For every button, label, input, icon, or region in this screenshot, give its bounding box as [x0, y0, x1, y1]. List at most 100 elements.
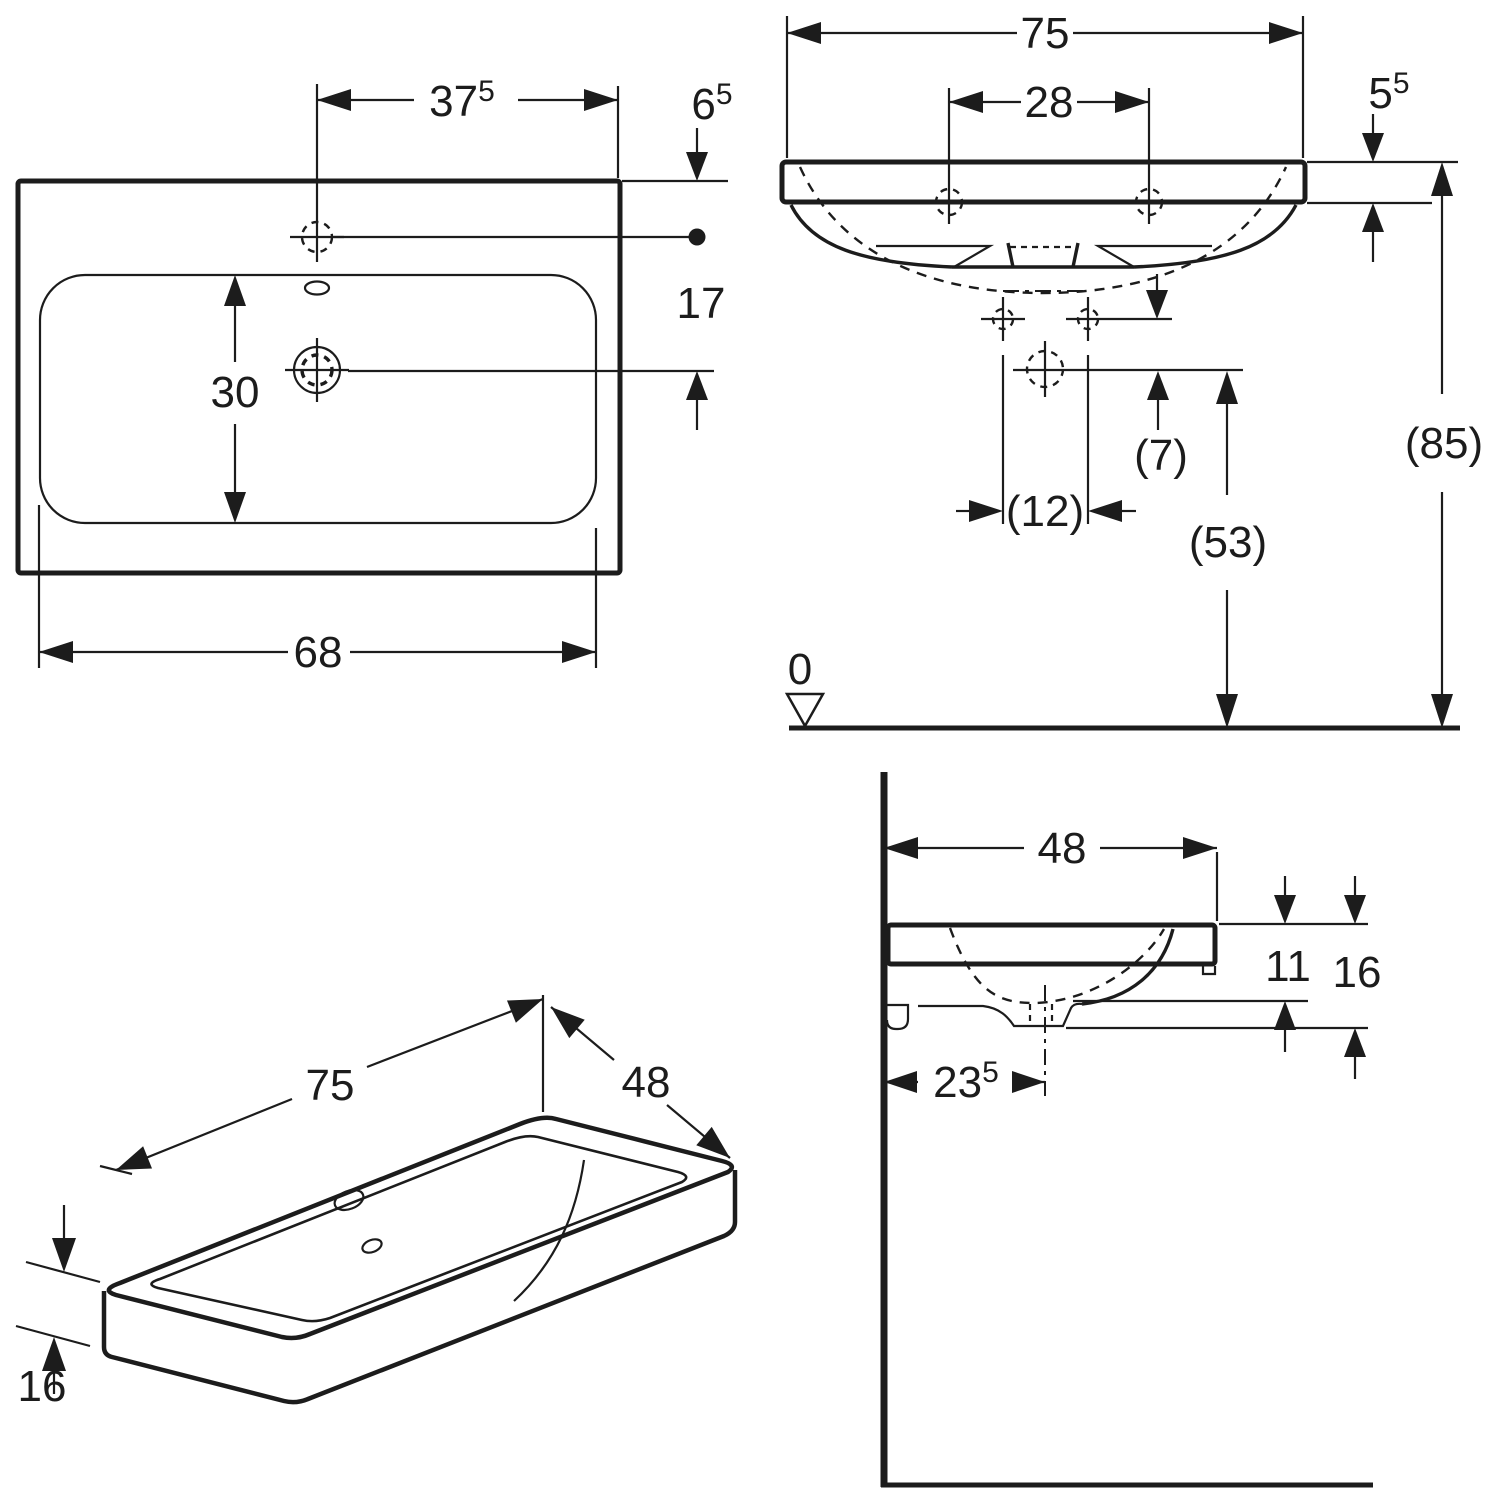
arrowhead — [696, 1126, 730, 1158]
dim-side-depth: 48 — [884, 824, 1219, 921]
plan-tap-hole-symbol — [290, 84, 344, 262]
plan-view: 375 65 17 30 — [15, 75, 733, 677]
underside-line — [918, 1002, 1083, 1028]
arrowhead — [1431, 694, 1453, 728]
side-hidden-bowl-outline — [948, 927, 1166, 1005]
dim-side-drain-offset: 235 — [884, 1056, 1045, 1107]
arrowhead — [52, 1238, 76, 1272]
plan-overflow-hole — [303, 280, 331, 296]
extension-tick — [15, 1324, 91, 1348]
dim-front-height-overall: (85) — [1405, 162, 1483, 728]
front-hidden-bowl-outline — [798, 166, 1288, 295]
side-underside-profile — [885, 985, 1083, 1096]
dim-plan-tap-to-drain: 17 — [348, 279, 725, 430]
dim-label-rim-to-tap: 65 — [691, 78, 732, 129]
arrowhead — [584, 89, 618, 111]
plan-tap-leader — [334, 228, 706, 246]
dim-label-height-overall: (85) — [1405, 419, 1483, 468]
dim-label-iso-length: 75 — [306, 1061, 355, 1110]
dim-front-drain-to-supply: (7) — [1134, 274, 1188, 480]
arrowhead — [1344, 895, 1366, 924]
dim-label-tap-spacing: 28 — [1025, 78, 1074, 127]
dim-label-tap-to-drain: 17 — [677, 279, 726, 328]
front-drain-symbol — [1013, 341, 1243, 397]
arrowhead — [949, 91, 983, 113]
arrowhead — [551, 1007, 585, 1039]
dim-plan-basin-depth: 30 — [211, 275, 260, 523]
arrowhead — [686, 371, 708, 400]
iso-view: 75 48 16 — [15, 995, 738, 1411]
extension-tick — [25, 1260, 101, 1284]
dim-front-rim-thickness: 55 — [1307, 67, 1458, 262]
iso-basin-rim — [150, 1134, 688, 1323]
dim-label-iso-depth: 48 — [622, 1058, 671, 1107]
arrowhead — [1115, 91, 1149, 113]
arrowhead — [42, 1337, 66, 1371]
iso-top-face — [106, 1115, 735, 1341]
dim-label-iso-height: 16 — [18, 1362, 67, 1411]
arrowhead — [1088, 500, 1122, 522]
front-foot-right — [1093, 244, 1212, 268]
leader-dot — [688, 228, 706, 246]
arrowhead — [116, 1146, 153, 1170]
plan-drain-symbol — [285, 338, 349, 402]
arrowhead — [1274, 895, 1296, 924]
datum-zero-label: 0 — [788, 645, 812, 694]
dim-iso-length: 75 — [99, 995, 545, 1176]
dim-front-drain-height: (53) — [1189, 371, 1267, 728]
arrowhead — [1183, 837, 1217, 859]
dim-front-total-width: 75 — [785, 9, 1305, 158]
front-rim-slab — [779, 159, 1308, 205]
arrowhead — [1216, 694, 1238, 728]
dim-plan-tap-offset: 375 — [317, 75, 620, 178]
arrowhead — [1216, 371, 1238, 404]
dim-label-underside-height: 11 — [1265, 942, 1311, 991]
arrowhead — [1147, 371, 1169, 400]
arrowhead — [1362, 203, 1384, 232]
side-rim-slab — [885, 922, 1218, 967]
arrowhead — [1012, 1071, 1045, 1093]
side-view: 48 11 16 235 — [880, 772, 1381, 1488]
dim-iso-height: 16 — [15, 1205, 101, 1411]
arrowhead — [39, 641, 73, 663]
arrowhead — [1274, 1001, 1296, 1030]
dim-label-side-depth: 48 — [1038, 824, 1087, 873]
arrowhead — [506, 999, 543, 1023]
arrowhead — [317, 89, 351, 111]
arrowhead — [969, 500, 1003, 522]
front-supply-left — [981, 297, 1025, 341]
iso-bowl-curve — [513, 1159, 586, 1302]
datum-triangle-icon — [784, 692, 826, 729]
arrowhead — [1146, 290, 1168, 319]
dim-plan-rim-to-tap: 65 — [622, 78, 733, 183]
arrowhead — [686, 152, 708, 181]
wall-bracket — [885, 1003, 910, 1031]
dim-label-basin-depth: 30 — [211, 368, 260, 417]
front-drain-stub — [1006, 242, 1080, 268]
front-view: 75 28 55 (85) — [779, 9, 1483, 731]
front-tap-hole-left — [934, 88, 964, 224]
arrowhead — [787, 22, 821, 44]
arrowhead — [562, 641, 596, 663]
plan-basin-rim — [38, 273, 598, 525]
dim-label-drain-offset: 235 — [933, 1056, 999, 1107]
dim-front-supply-spacing: (12) — [956, 355, 1136, 536]
iso-tap-hole — [333, 1188, 365, 1212]
front-tap-hole-right — [1134, 88, 1164, 224]
dim-iso-depth: 48 — [550, 1006, 731, 1159]
arrowhead — [1362, 133, 1384, 162]
arrowhead — [1269, 22, 1303, 44]
dim-label-basin-width: 68 — [294, 628, 343, 677]
dim-label-total-width: 75 — [1021, 9, 1070, 58]
arrowhead — [224, 492, 246, 523]
arrowhead — [1431, 162, 1453, 196]
dim-label-rim-thickness: 55 — [1368, 67, 1409, 118]
dim-label-drain-height: (53) — [1189, 518, 1267, 567]
front-supply-right — [1066, 297, 1172, 341]
arrowhead — [224, 275, 246, 306]
dim-label-drain-to-supply: (7) — [1134, 431, 1188, 480]
dim-label-tap-offset: 375 — [429, 75, 495, 126]
front-datum: 0 — [784, 645, 1460, 731]
